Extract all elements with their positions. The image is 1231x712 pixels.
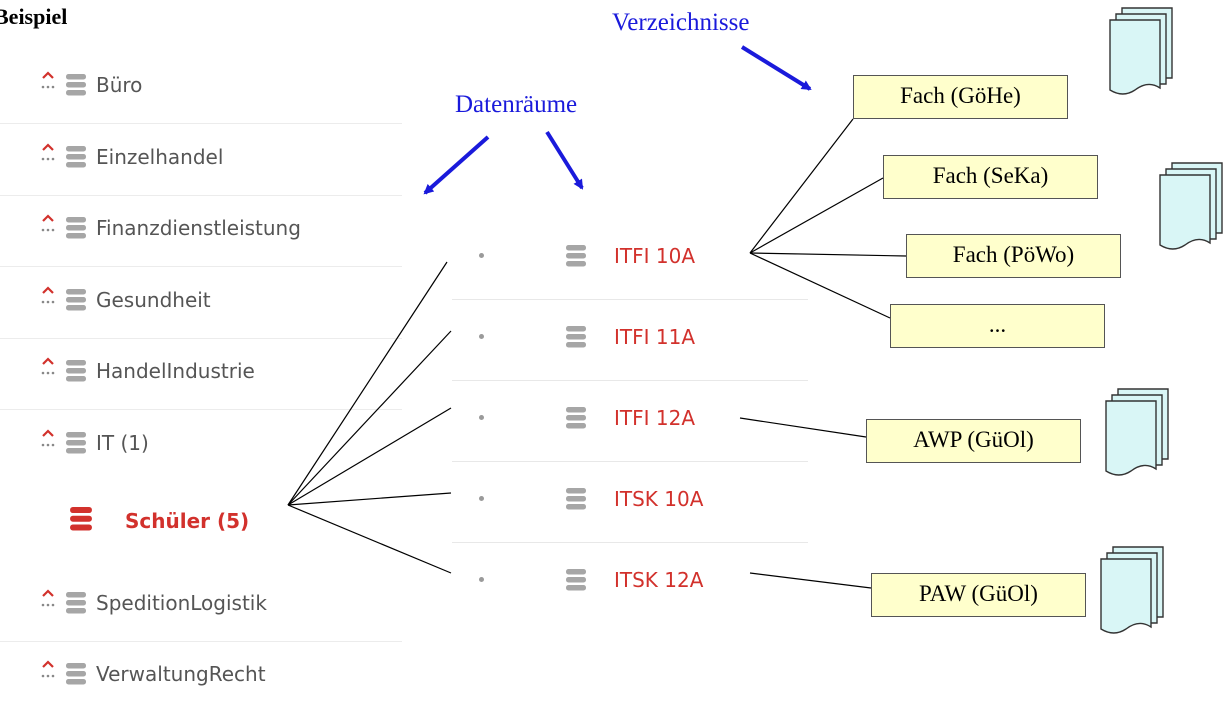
- verzeichnisse-annotation: Verzeichnisse: [612, 9, 750, 36]
- arrow-to-verzeichnisse: [740, 45, 812, 91]
- bullet-icon: [479, 415, 484, 420]
- datenraum-label: ITFI 10A: [614, 244, 696, 268]
- verzeichnis-box-goehe: Fach (GöHe): [853, 75, 1068, 119]
- expand-icon[interactable]: [40, 428, 56, 450]
- document-stack-icon: [1109, 7, 1173, 95]
- database-icon: [566, 569, 586, 595]
- expand-icon[interactable]: [40, 588, 56, 610]
- expand-icon[interactable]: [40, 659, 56, 681]
- tree-item-label: Schüler (5): [125, 509, 250, 533]
- tree-item-label: SpeditionLogistik: [96, 591, 267, 615]
- page-title: Beispiel: [0, 4, 68, 29]
- database-icon: [566, 407, 586, 433]
- datenraeume-annotation: Datenräume: [455, 91, 578, 118]
- tree-item-speditionlogistik[interactable]: SpeditionLogistik: [0, 570, 402, 642]
- database-icon: [66, 74, 86, 100]
- document-stack-icon: [1105, 388, 1169, 476]
- database-icon: [66, 146, 86, 172]
- tree-item-finanzdienstleistung[interactable]: Finanzdienstleistung: [0, 195, 402, 267]
- expand-icon[interactable]: [40, 213, 56, 235]
- expand-icon[interactable]: [40, 285, 56, 307]
- datenraum-itfi-12a[interactable]: ITFI 12A: [452, 380, 808, 462]
- tree-item-schueler[interactable]: Schüler (5): [0, 488, 402, 559]
- database-icon: [66, 663, 86, 689]
- expand-icon[interactable]: [40, 70, 56, 92]
- tree-item-label: HandelIndustrie: [96, 359, 255, 383]
- tree-item-gesundheit[interactable]: Gesundheit: [0, 267, 402, 339]
- tree-item-label: Büro: [96, 73, 143, 97]
- tree-item-label: Gesundheit: [96, 288, 211, 312]
- tree-item-verwaltungrecht[interactable]: VerwaltungRecht: [0, 641, 402, 712]
- bullet-icon: [479, 496, 484, 501]
- datenraum-label: ITFI 11A: [614, 325, 696, 349]
- database-icon: [66, 432, 86, 458]
- document-stack-icon: [1100, 546, 1164, 634]
- tree-item-buero[interactable]: Büro: [0, 52, 402, 124]
- tree-item-label: VerwaltungRecht: [96, 662, 266, 686]
- database-icon: [66, 360, 86, 386]
- verzeichnis-box-more: ...: [890, 304, 1105, 348]
- tree-item-handelindustrie[interactable]: HandelIndustrie: [0, 338, 402, 410]
- expand-icon[interactable]: [40, 142, 56, 164]
- database-icon: [566, 488, 586, 514]
- database-icon-active: [70, 507, 92, 535]
- bullet-icon: [479, 334, 484, 339]
- datenraum-itfi-11a[interactable]: ITFI 11A: [452, 299, 808, 381]
- verzeichnis-box-paw: PAW (GüOl): [871, 573, 1086, 617]
- expand-icon[interactable]: [40, 356, 56, 378]
- datenraum-itsk-10a[interactable]: ITSK 10A: [452, 461, 808, 543]
- datenraum-itsk-12a[interactable]: ITSK 12A: [452, 542, 808, 623]
- datenraum-label: ITSK 10A: [614, 487, 704, 511]
- document-stack-icon: [1159, 162, 1223, 250]
- database-icon: [66, 592, 86, 618]
- tree-item-label: Einzelhandel: [96, 145, 224, 169]
- datenraum-label: ITFI 12A: [614, 406, 696, 430]
- annotation-arrows: [423, 45, 812, 195]
- database-icon: [566, 245, 586, 271]
- bullet-icon: [479, 253, 484, 258]
- connector-lines: [287, 118, 907, 589]
- database-icon: [66, 289, 86, 315]
- tree-item-it[interactable]: IT (1): [0, 410, 402, 481]
- arrow-to-datenraeume: [545, 130, 584, 190]
- verzeichnis-box-poewo: Fach (PöWo): [906, 234, 1121, 278]
- database-icon: [566, 326, 586, 352]
- bullet-icon: [479, 577, 484, 582]
- tree-item-label: Finanzdienstleistung: [96, 216, 301, 240]
- verzeichnis-box-seka: Fach (SeKa): [883, 155, 1098, 199]
- verzeichnis-box-awp: AWP (GüOl): [866, 419, 1081, 463]
- database-icon: [66, 217, 86, 243]
- connector-layer: [287, 7, 1223, 634]
- tree-item-einzelhandel[interactable]: Einzelhandel: [0, 124, 402, 196]
- tree-item-label: IT (1): [96, 431, 149, 455]
- datenraum-label: ITSK 12A: [614, 568, 704, 592]
- arrow-to-tree: [423, 135, 490, 195]
- datenraum-itfi-10a[interactable]: ITFI 10A: [452, 218, 808, 300]
